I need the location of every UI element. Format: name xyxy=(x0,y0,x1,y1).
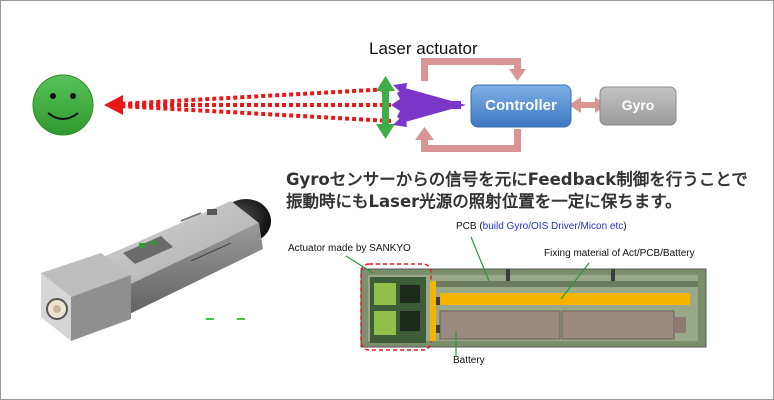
double-arrow-icon xyxy=(376,76,395,139)
actuator-label: Actuator made by SANKYO xyxy=(288,243,411,254)
green-mark xyxy=(237,318,245,320)
laser-diagram xyxy=(32,58,677,152)
gyro-label: Gyro xyxy=(621,97,655,113)
smiley-face-icon xyxy=(32,74,94,136)
green-mark xyxy=(206,318,214,320)
controller-box xyxy=(470,84,572,128)
laser-beams xyxy=(104,87,392,123)
cross-section-diagram xyxy=(360,263,707,351)
battery-label: Battery xyxy=(453,355,485,366)
controller-label: Controller xyxy=(485,97,557,114)
description-line-1: Gyroセンサーからの信号を元にFeedback制御を行うことで xyxy=(286,170,748,189)
laser-actuator-title: Laser actuator xyxy=(369,39,478,58)
description-text: Gyroセンサーからの信号を元にFeedback制御を行うことで 振動時にもLa… xyxy=(286,169,766,213)
fixing-material-label: Fixing material of Act/PCB/Battery xyxy=(544,248,695,259)
description-line-2: 振動時にもLaser光源の照射位置を一定に保ちます。 xyxy=(286,192,682,211)
laser-emitter-icon xyxy=(391,83,466,127)
pcb-label: PCB (build Gyro/OIS Driver/Micon etc) xyxy=(456,221,627,232)
feedback-loop-arrows xyxy=(415,58,607,152)
device-3d-render xyxy=(41,199,271,341)
gyro-box xyxy=(599,86,677,126)
